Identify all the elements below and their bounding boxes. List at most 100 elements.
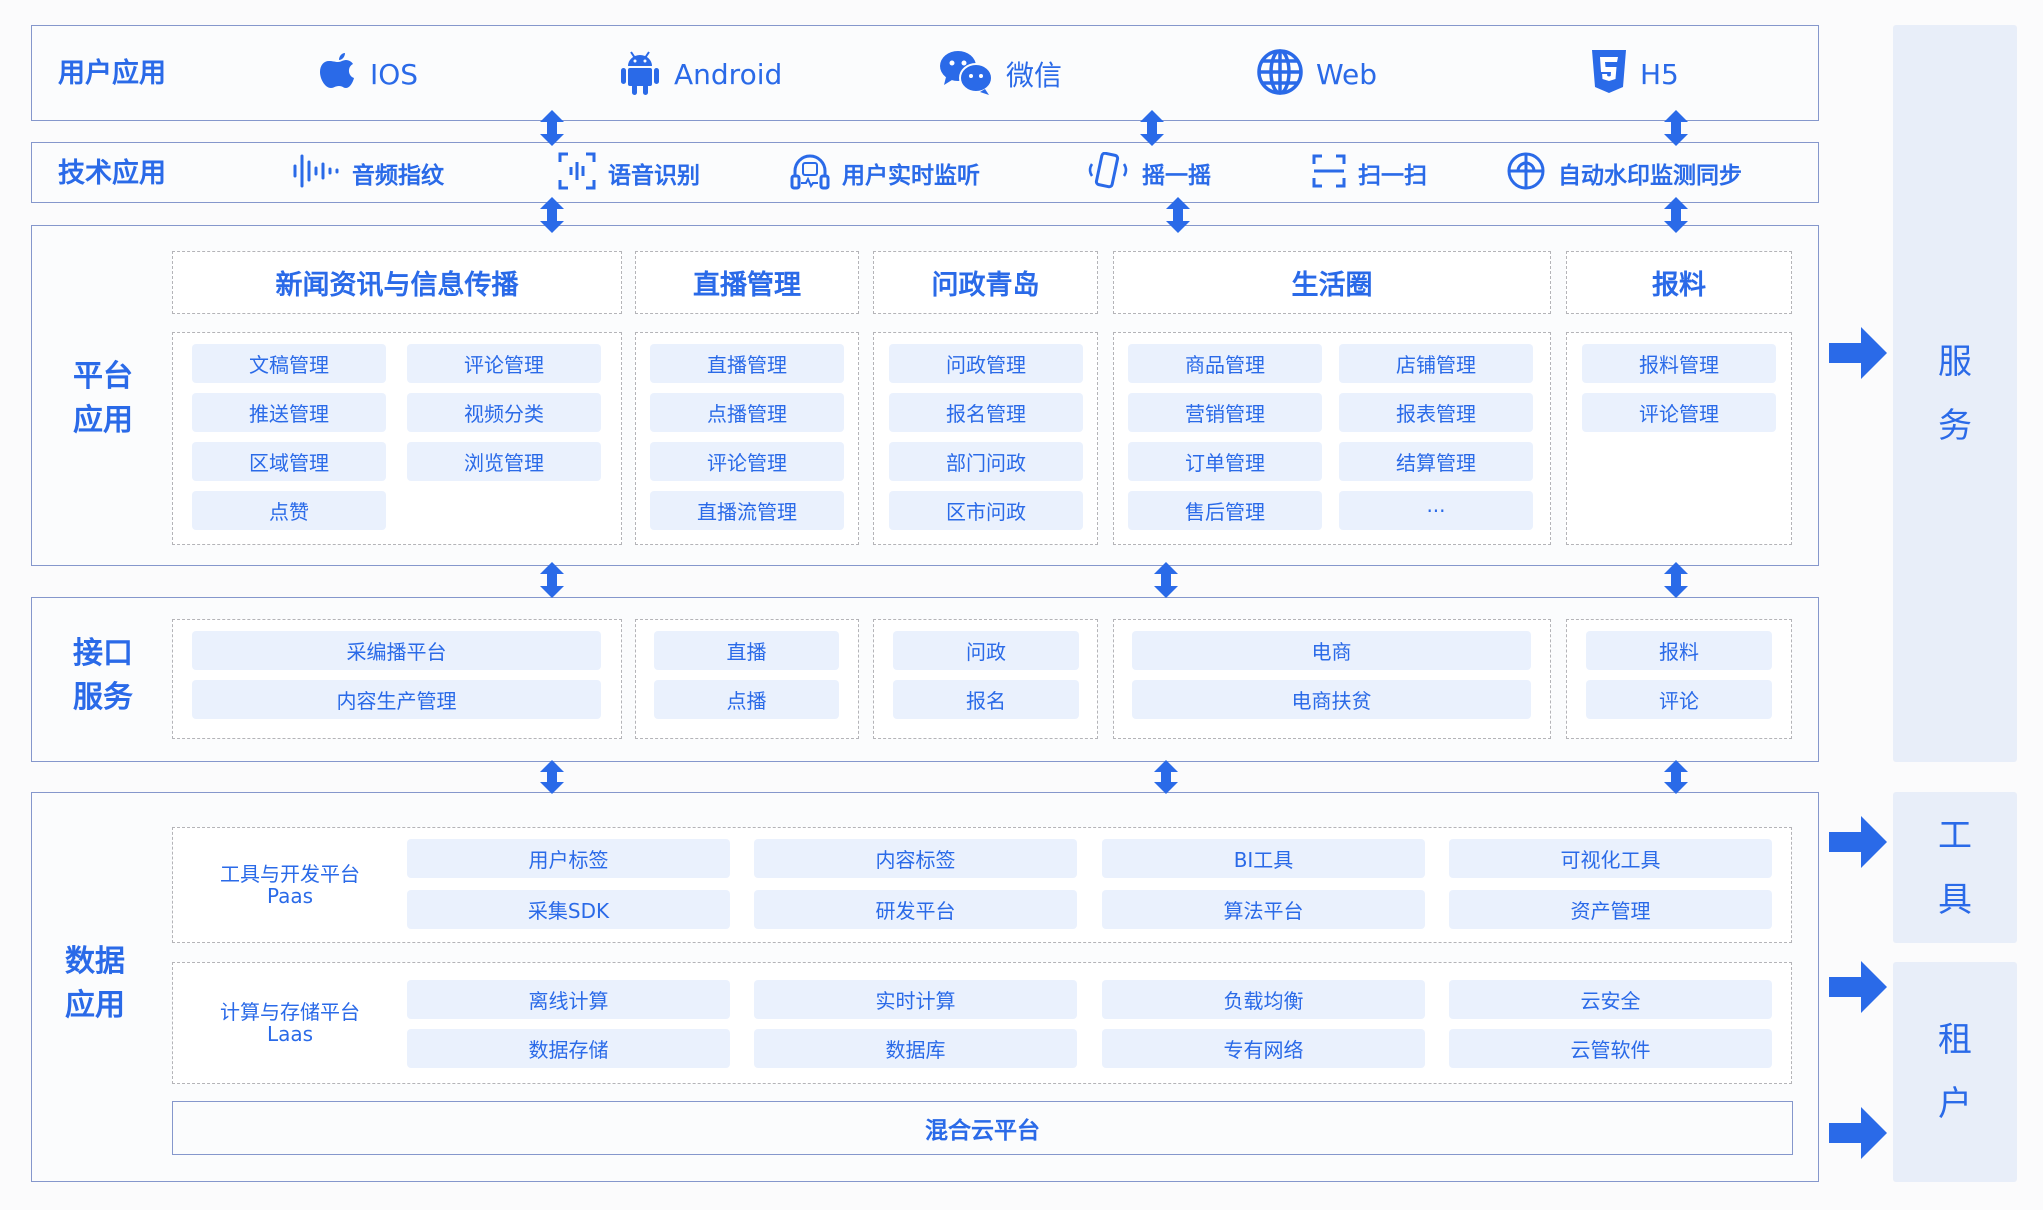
side-panel-tenant: 租户	[1893, 962, 2017, 1182]
platform-feature-chip[interactable]: 报表管理	[1339, 393, 1533, 432]
platform-feature-chip[interactable]: ···	[1339, 491, 1533, 530]
side-panel-char: 具	[1938, 879, 1972, 920]
platform-feature-chip[interactable]: 直播流管理	[650, 491, 844, 530]
tech-app-item[interactable]: 摇一摇	[1086, 151, 1211, 194]
platform-feature-chip[interactable]: 结算管理	[1339, 442, 1533, 481]
platform-module-title: 生活圈	[1113, 251, 1551, 314]
interface-chip[interactable]: 直播	[654, 631, 839, 670]
audio-wave-icon	[292, 154, 340, 192]
wechat-icon	[938, 49, 994, 99]
apple-icon	[318, 49, 358, 99]
data-apps-label: 数据应用	[55, 940, 135, 1028]
android-icon	[618, 48, 662, 100]
bidirectional-arrow-icon	[1140, 110, 1164, 146]
side-panel-char: 户	[1938, 1084, 1972, 1124]
tech-apps-label: 技术应用	[58, 158, 166, 189]
bidirectional-arrow-icon	[1154, 760, 1178, 794]
data-chip[interactable]: 负载均衡	[1102, 980, 1425, 1019]
interface-chip[interactable]: 评论	[1586, 680, 1772, 719]
platform-feature-chip[interactable]: 评论管理	[650, 442, 844, 481]
user-app-label: Android	[674, 57, 783, 91]
bidirectional-arrow-icon	[1664, 197, 1688, 233]
data-chip[interactable]: 算法平台	[1102, 890, 1425, 929]
platform-module-title: 直播管理	[635, 251, 859, 314]
user-app-item[interactable]: IOS	[318, 48, 418, 100]
platform-feature-chip[interactable]: 营销管理	[1128, 393, 1322, 432]
data-chip[interactable]: 采集SDK	[407, 890, 730, 929]
tech-app-label: 音频指纹	[352, 163, 444, 189]
user-app-label: IOS	[370, 57, 419, 91]
platform-feature-chip[interactable]: 商品管理	[1128, 344, 1322, 383]
interface-chip[interactable]: 电商	[1132, 631, 1531, 670]
tech-app-item[interactable]: 语音识别	[558, 152, 700, 194]
interface-chip[interactable]: 内容生产管理	[192, 680, 601, 719]
platform-feature-chip[interactable]: 店铺管理	[1339, 344, 1533, 383]
data-chip[interactable]: 资产管理	[1449, 890, 1772, 929]
interface-chip[interactable]: 点播	[654, 680, 839, 719]
shake-phone-icon	[1086, 151, 1130, 194]
user-app-item[interactable]: Android	[618, 48, 782, 100]
interface-chip[interactable]: 问政	[893, 631, 1079, 670]
user-app-label: 微信	[1006, 59, 1063, 92]
platform-feature-chip[interactable]: 文稿管理	[192, 344, 386, 383]
platform-feature-chip[interactable]: 评论管理	[1582, 393, 1776, 432]
platform-feature-chip[interactable]: 报料管理	[1582, 344, 1776, 383]
platform-feature-chip[interactable]: 问政管理	[889, 344, 1083, 383]
tech-app-item[interactable]: 音频指纹	[292, 152, 444, 194]
data-chip[interactable]: 数据库	[754, 1029, 1077, 1068]
hybrid-cloud-platform[interactable]: 混合云平台	[172, 1101, 1793, 1155]
bidirectional-arrow-icon	[540, 760, 564, 794]
platform-feature-chip[interactable]: 订单管理	[1128, 442, 1322, 481]
platform-feature-chip[interactable]: 浏览管理	[407, 442, 601, 481]
data-chip[interactable]: 离线计算	[407, 980, 730, 1019]
platform-feature-chip[interactable]: 售后管理	[1128, 491, 1322, 530]
platform-feature-chip[interactable]: 点赞	[192, 491, 386, 530]
platform-feature-chip[interactable]: 直播管理	[650, 344, 844, 383]
tech-app-item[interactable]: 自动水印监测同步	[1506, 152, 1742, 194]
data-chip[interactable]: 内容标签	[754, 839, 1077, 878]
platform-label-line: 应用	[73, 403, 133, 438]
tech-app-label: 自动水印监测同步	[1558, 163, 1742, 189]
bidirectional-arrow-icon	[540, 197, 564, 233]
data-chip[interactable]: BI工具	[1102, 839, 1425, 878]
data-group-name: 计算与存储平台	[220, 1000, 360, 1024]
platform-feature-chip[interactable]: 区域管理	[192, 442, 386, 481]
user-app-item[interactable]: H5	[1590, 48, 1679, 100]
interface-chip[interactable]: 报料	[1586, 631, 1772, 670]
data-group-subtitle: Laas	[266, 1022, 314, 1046]
tech-app-item[interactable]: 用户实时监听	[790, 152, 980, 194]
data-chip[interactable]: 实时计算	[754, 980, 1077, 1019]
interface-chip[interactable]: 电商扶贫	[1132, 680, 1531, 719]
user-app-item[interactable]: 微信	[938, 48, 1062, 100]
platform-label-line: 平台	[73, 359, 133, 394]
tech-app-item[interactable]: 扫一扫	[1312, 152, 1427, 194]
platform-module-title: 问政青岛	[873, 251, 1098, 314]
interface-label: 接口服务	[63, 632, 143, 720]
side-panel-char: 租	[1938, 1020, 1972, 1060]
platform-feature-chip[interactable]: 报名管理	[889, 393, 1083, 432]
platform-feature-chip[interactable]: 部门问政	[889, 442, 1083, 481]
user-app-item[interactable]: Web	[1256, 48, 1377, 100]
platform-feature-chip[interactable]: 点播管理	[650, 393, 844, 432]
data-chip[interactable]: 云管软件	[1449, 1029, 1772, 1068]
platform-feature-chip[interactable]: 推送管理	[192, 393, 386, 432]
tech-app-label: 扫一扫	[1358, 163, 1427, 189]
tech-app-label: 语音识别	[608, 163, 700, 189]
data-chip[interactable]: 研发平台	[754, 890, 1077, 929]
platform-feature-chip[interactable]: 区市问政	[889, 491, 1083, 530]
data-chip[interactable]: 专有网络	[1102, 1029, 1425, 1068]
platform-feature-chip[interactable]: 视频分类	[407, 393, 601, 432]
interface-chip[interactable]: 采编播平台	[192, 631, 601, 670]
data-chip[interactable]: 可视化工具	[1449, 839, 1772, 878]
interface-chip[interactable]: 报名	[893, 680, 1079, 719]
data-chip[interactable]: 用户标签	[407, 839, 730, 878]
platform-feature-chip[interactable]: 评论管理	[407, 344, 601, 383]
bidirectional-arrow-icon	[1664, 110, 1688, 146]
data-chip[interactable]: 云安全	[1449, 980, 1772, 1019]
globe-icon	[1256, 48, 1304, 100]
platform-module-title: 新闻资讯与信息传播	[172, 251, 622, 314]
right-arrow-icon	[1829, 327, 1887, 379]
data-chip[interactable]: 数据存储	[407, 1029, 730, 1068]
